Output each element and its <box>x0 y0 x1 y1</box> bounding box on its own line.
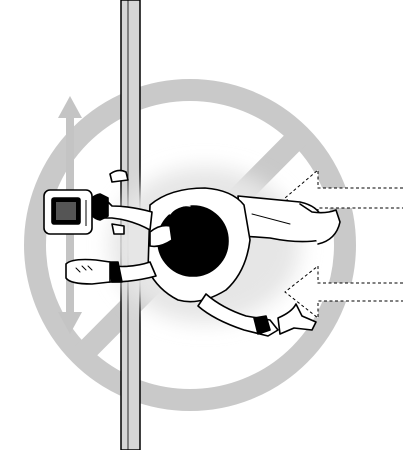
handheld-device-icon <box>43 189 93 235</box>
person-top-view-icon <box>65 169 341 337</box>
